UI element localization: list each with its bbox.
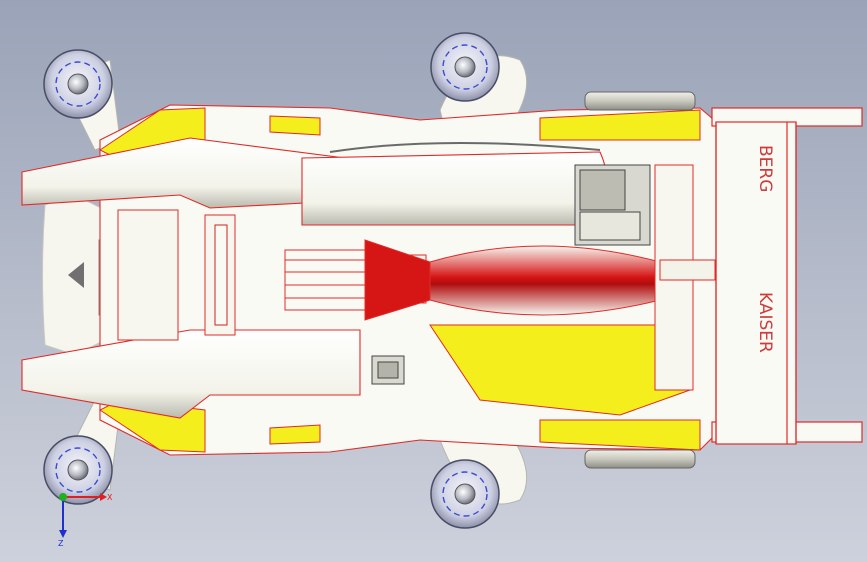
motor-pack xyxy=(371,164,651,385)
wing-text-top: BERG xyxy=(755,145,775,192)
motor-cover xyxy=(301,141,608,226)
yellow-side-pods xyxy=(99,107,701,453)
wheel-rear-bottom[interactable] xyxy=(430,459,500,529)
rear-tires xyxy=(584,91,696,469)
wheel-icon xyxy=(67,459,89,481)
rear-tire-bottom xyxy=(584,449,696,469)
wheel-icon xyxy=(454,56,476,78)
wheel-front-top[interactable] xyxy=(43,49,113,119)
front-wing-top xyxy=(21,137,361,419)
wing-text-bottom: KAISER xyxy=(755,292,775,353)
axis-x-label: X xyxy=(107,493,113,502)
wheel-rear-top[interactable] xyxy=(430,32,500,102)
front-arrow-icon xyxy=(68,262,84,288)
rear-frame xyxy=(654,164,716,391)
rear-tire-top xyxy=(584,91,696,111)
axis-z-label: Z xyxy=(58,539,64,548)
red-motor-intake xyxy=(364,239,661,321)
rear-wing xyxy=(711,107,863,445)
wheel-front-bottom[interactable] xyxy=(43,435,113,505)
wheel-icon xyxy=(67,73,89,95)
rear-wing-lettering: BERG KAISER xyxy=(755,145,775,353)
wheel-icon xyxy=(454,483,476,505)
coordinate-triad-icon: X Z xyxy=(58,493,113,548)
